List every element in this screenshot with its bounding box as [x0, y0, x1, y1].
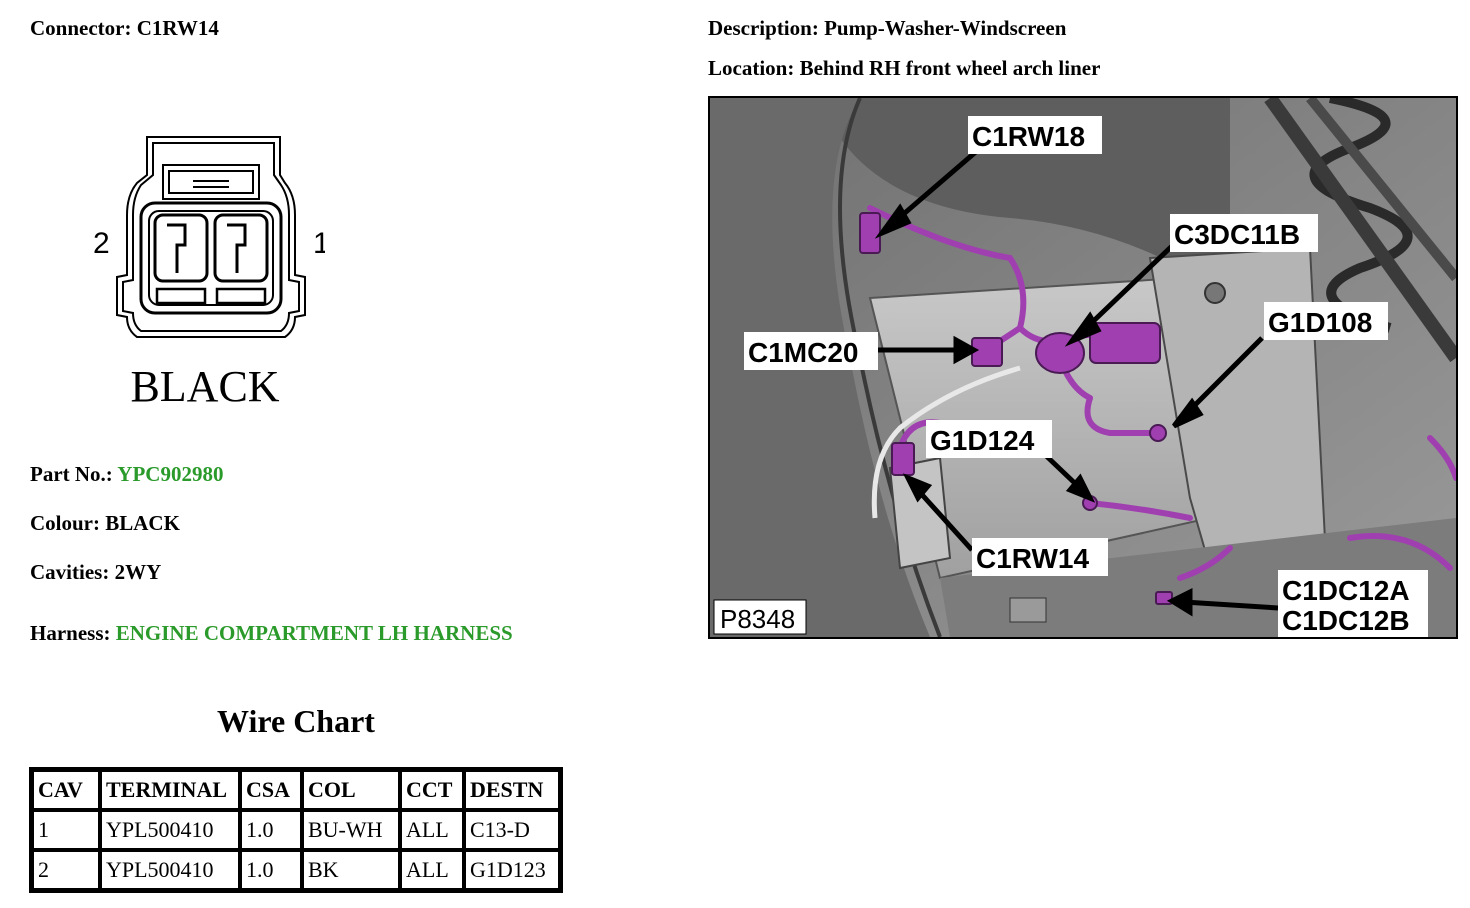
col-csa-header: CSA	[240, 770, 302, 810]
colour-label: Colour:	[30, 511, 100, 535]
callout-labels: C1RW18 C3DC11B G1D108 C1MC20 G1D124 C1RW…	[744, 116, 1428, 637]
description-label: Description:	[708, 16, 819, 40]
table-row: 1 YPL500410 1.0 BU-WH ALL C13-D	[32, 810, 560, 850]
connector-colour-caption: BLACK	[130, 362, 279, 411]
cell-csa: 1.0	[240, 810, 302, 850]
harness-label: Harness:	[30, 621, 111, 645]
callout-c1dc12b: C1DC12B	[1282, 605, 1410, 636]
part-number-label: Part No.:	[30, 462, 113, 486]
connector-value: C1RW14	[136, 16, 219, 40]
photo-reference-label: P8348	[720, 604, 795, 634]
cavities-field: Cavities: 2WY	[30, 560, 161, 585]
cell-destn: G1D123	[464, 850, 560, 890]
callout-g1d108: G1D108	[1268, 307, 1372, 338]
connector-field: Connector: C1RW14	[30, 16, 219, 41]
col-terminal-header: TERMINAL	[100, 770, 240, 810]
pin-2-label: 2	[93, 227, 110, 260]
cavities-label: Cavities:	[30, 560, 110, 584]
cell-csa: 1.0	[240, 850, 302, 890]
location-field: Location: Behind RH front wheel arch lin…	[708, 56, 1100, 81]
cell-cct: ALL	[400, 850, 464, 890]
col-cct-header: CCT	[400, 770, 464, 810]
callout-arrows	[874, 148, 1279, 617]
harness-grey-wire	[871, 365, 1021, 519]
colour-value: BLACK	[105, 511, 180, 535]
table-row: 2 YPL500410 1.0 BK ALL G1D123	[32, 850, 560, 890]
callout-c1mc20: C1MC20	[748, 337, 858, 368]
location-label: Location:	[708, 56, 795, 80]
connector-face-drawing: 2 1 BLACK	[93, 136, 325, 411]
cavities-value: 2WY	[114, 560, 162, 584]
wire-chart-table: CAV TERMINAL CSA COL CCT DESTN 1 YPL5004…	[29, 767, 563, 893]
cell-cct: ALL	[400, 810, 464, 850]
description-field: Description: Pump-Washer-Windscreen	[708, 16, 1066, 41]
cell-cav: 2	[32, 850, 100, 890]
callout-c1rw18: C1RW18	[972, 121, 1085, 152]
cell-terminal: YPL500410	[100, 850, 240, 890]
col-col-header: COL	[302, 770, 400, 810]
col-destn-header: DESTN	[464, 770, 560, 810]
callout-g1d124: G1D124	[930, 425, 1035, 456]
connector-label: Connector:	[30, 16, 132, 40]
callout-c1dc12a: C1DC12A	[1282, 575, 1410, 606]
cell-col: BK	[302, 850, 400, 890]
callout-c1rw14: C1RW14	[976, 543, 1090, 574]
cell-col: BU-WH	[302, 810, 400, 850]
cell-cav: 1	[32, 810, 100, 850]
harness-field: Harness: ENGINE COMPARTMENT LH HARNESS	[30, 621, 513, 646]
wire-chart-header-row: CAV TERMINAL CSA COL CCT DESTN	[32, 770, 560, 810]
harness-link[interactable]: ENGINE COMPARTMENT LH HARNESS	[115, 621, 513, 645]
location-value: Behind RH front wheel arch liner	[799, 56, 1101, 80]
part-number-link[interactable]: YPC902980	[117, 462, 224, 486]
location-photo: C1RW18 C3DC11B G1D108 C1MC20 G1D124 C1RW…	[708, 96, 1458, 639]
part-number-field: Part No.: YPC902980	[30, 462, 223, 487]
pin-1-label: 1	[313, 227, 325, 260]
cell-terminal: YPL500410	[100, 810, 240, 850]
colour-field: Colour: BLACK	[30, 511, 180, 536]
cell-destn: C13-D	[464, 810, 560, 850]
callout-c3dc11b: C3DC11B	[1174, 219, 1300, 250]
description-value: Pump-Washer-Windscreen	[824, 16, 1067, 40]
col-cav-header: CAV	[32, 770, 100, 810]
wire-chart-title: Wire Chart	[217, 703, 375, 739]
